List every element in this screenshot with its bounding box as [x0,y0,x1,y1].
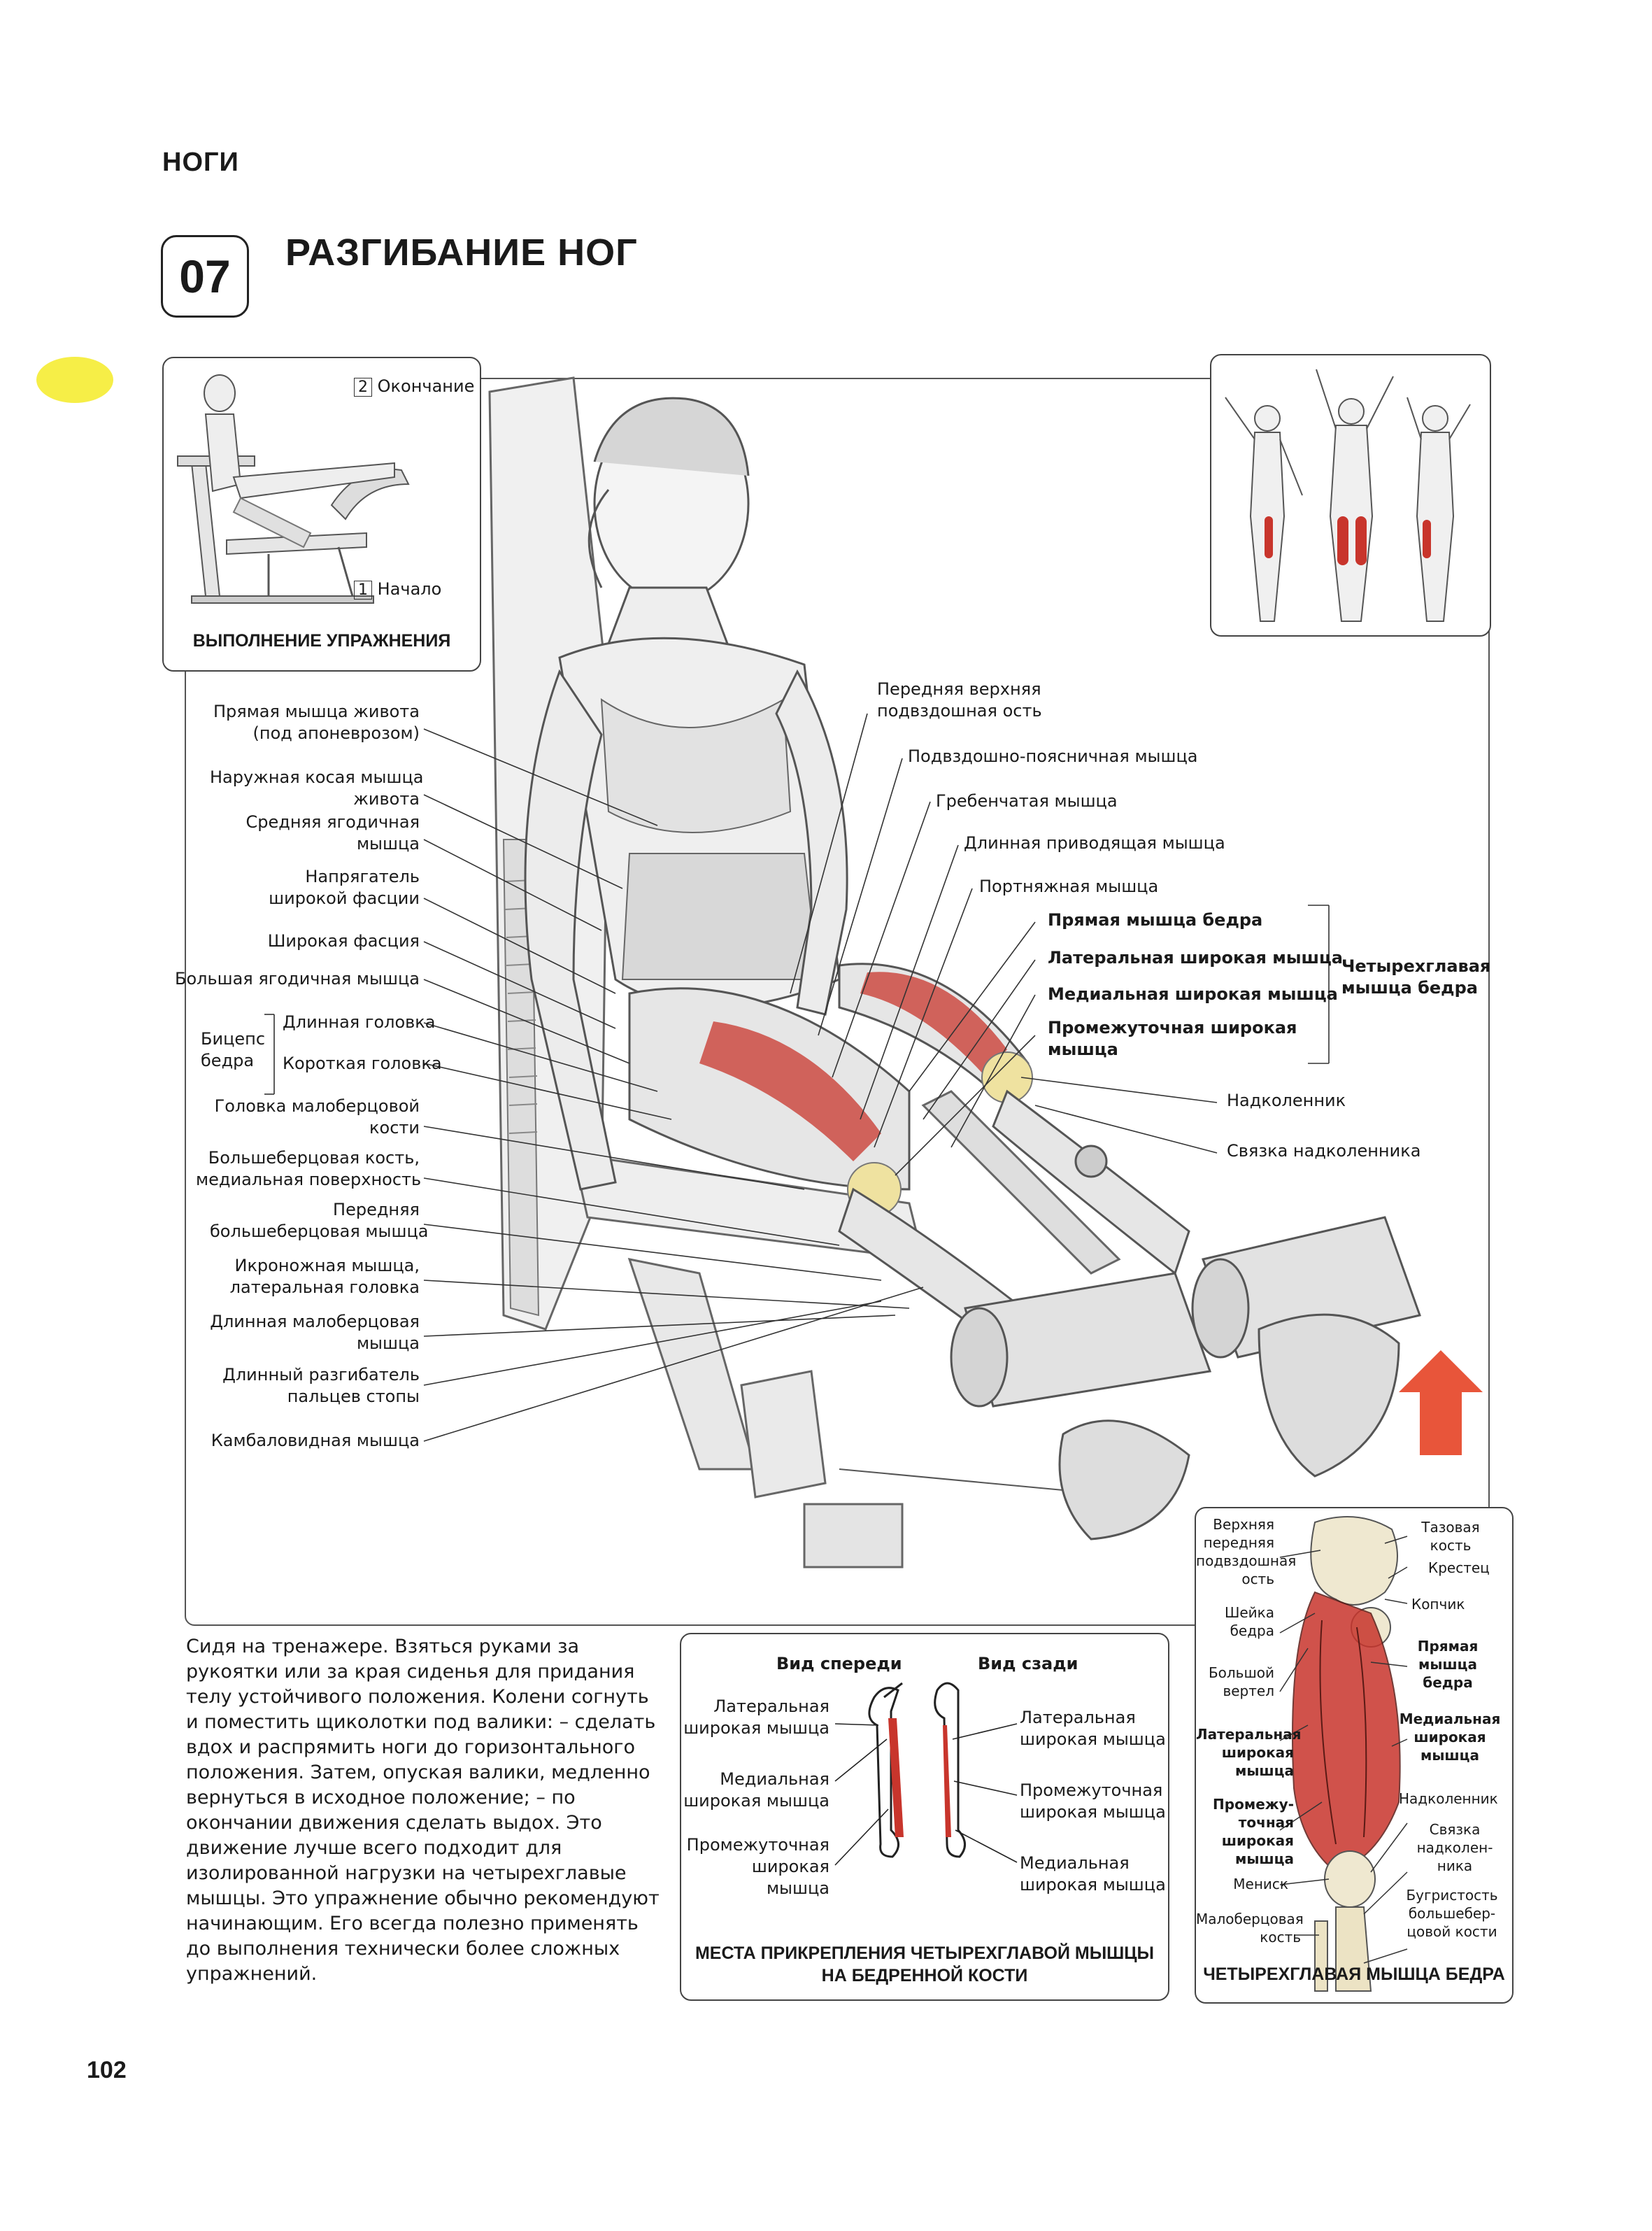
end-label: 2 Окончание [354,376,474,398]
muscle-map-figures [1225,369,1471,622]
quad-label-vastus-medialis: Медиальная широкая мышца [1399,1711,1501,1764]
label-tibia-medial: Большеберцовая кость,медиальная поверхно… [196,1148,422,1189]
quad-label-patella: Надколенник [1399,1790,1498,1807]
quad-label-greater-trochanter: Большой вертел [1208,1664,1274,1699]
femur-diagrams [834,1682,1018,1866]
label-biceps-long-head: Длинная головка [283,1012,436,1032]
label-pectineus: Гребенчатая мышца [936,791,1118,811]
label-fascia-lata: Широкая фасция [267,931,420,951]
quad-label-vastus-lateralis: Латеральная широкая мышца [1196,1726,1302,1779]
end-num: 2 [354,378,372,397]
exercise-number: 07 [161,235,249,318]
label-soleus: Камбаловидная мышца [211,1431,420,1450]
label-gastrocnemius-lateral: Икроножная мышца,латеральная головка [229,1256,420,1297]
quad-label-pelvis: Тазовая кость [1421,1519,1480,1554]
quad-label-tibial-tuberosity: Бугристость большебер- цовой кости [1406,1887,1498,1940]
label-biceps-short-head: Короткая головка [283,1054,442,1073]
quadriceps-caption: ЧЕТЫРЕХГЛАВАЯ МЫШЦА БЕДРА [1203,1964,1505,1984]
back-view-label: Вид сзади [978,1654,1078,1673]
execution-illustration [177,374,410,604]
quad-label-sacrum: Крестец [1428,1559,1490,1576]
label-vastus-medialis: Медиальная широкая мышца [1048,984,1338,1004]
quad-label-coccyx: Копчик [1411,1596,1465,1613]
label-gluteus-maximus: Большая ягодичная мышца [175,969,420,989]
highlight-marker [36,357,113,403]
label-rectus-abdominis: Прямая мышца живота(под апоневрозом) [213,702,420,743]
execution-caption: ВЫПОЛНЕНИЕ УПРАЖНЕНИЯ [192,631,451,651]
quad-label-meniscus: Мениск [1233,1876,1288,1892]
start-num: 1 [354,581,372,600]
quad-label-femoral-neck: Шейка бедра [1224,1604,1274,1639]
quad-label-asis: Верхняя передняя подвздошная ость [1196,1516,1297,1587]
quad-label-patellar-ligament: Связка надколен- ника [1416,1821,1493,1874]
label-vastus-lateralis: Латеральная широкая мышца [1048,948,1344,968]
section-title: НОГИ [162,148,239,177]
label-rectus-femoris: Прямая мышца бедра [1048,910,1263,930]
start-label: 1 Начало [354,579,441,601]
label-sartorius: Портняжная мышца [979,877,1159,896]
label-patella: Надколенник [1227,1091,1346,1110]
front-view-label: Вид спереди [776,1654,902,1673]
quad-label-vastus-intermedius: Промежу- точная широкая мышца [1213,1796,1294,1867]
muscle-map-box [1210,354,1491,637]
quad-label-rectus-femoris: Прямая мышца бедра [1417,1638,1479,1691]
quadriceps-illustration [1279,1516,1408,1992]
quad-label-fibula: Малоберцовая кость [1196,1911,1304,1946]
quadriceps-box: Верхняя передняя подвздошная ость Шейка … [1195,1507,1514,2004]
end-text: Окончание [377,376,475,396]
page-number: 102 [87,2057,127,2083]
page-title: РАЗГИБАНИЕ НОГ [285,232,638,274]
execution-box: 2 Окончание 1 Начало ВЫПОЛНЕНИЕ УПРАЖНЕН… [162,357,481,672]
label-adductor-longus: Длинная приводящая мышца [964,833,1225,853]
start-text: Начало [377,579,442,599]
exercise-description: Сидя на тренажере. Взяться руками за рук… [186,1636,660,1985]
label-iliopsoas: Подвздошно-поясничная мышца [908,746,1198,766]
label-patellar-ligament: Связка надколенника [1227,1141,1421,1161]
